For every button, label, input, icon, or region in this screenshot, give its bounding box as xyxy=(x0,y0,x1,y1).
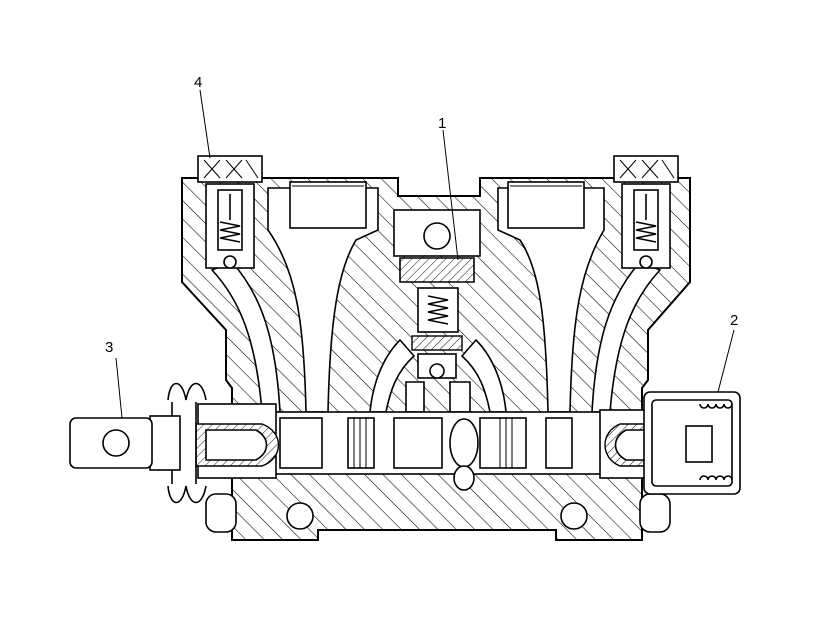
central-check-valve xyxy=(393,209,481,379)
callout-label-1: 1 xyxy=(438,115,447,132)
left-actuator xyxy=(69,382,279,533)
flow-passages xyxy=(210,181,662,413)
right-relief-valve xyxy=(613,155,679,269)
check-valve-spring xyxy=(427,295,449,325)
callout-label-4: 4 xyxy=(194,74,203,91)
leader-line-2 xyxy=(717,329,735,393)
leader-line-4 xyxy=(199,89,211,159)
callout-label-3: 3 xyxy=(105,339,114,356)
leader-line-1 xyxy=(442,129,459,261)
right-spring-cap xyxy=(599,391,741,533)
left-relief-valve xyxy=(197,155,263,269)
return-spring xyxy=(699,403,733,481)
leader-lines xyxy=(115,89,735,419)
spool-assembly xyxy=(211,411,659,530)
callout-label-2: 2 xyxy=(730,312,739,329)
leader-line-3 xyxy=(115,357,123,419)
